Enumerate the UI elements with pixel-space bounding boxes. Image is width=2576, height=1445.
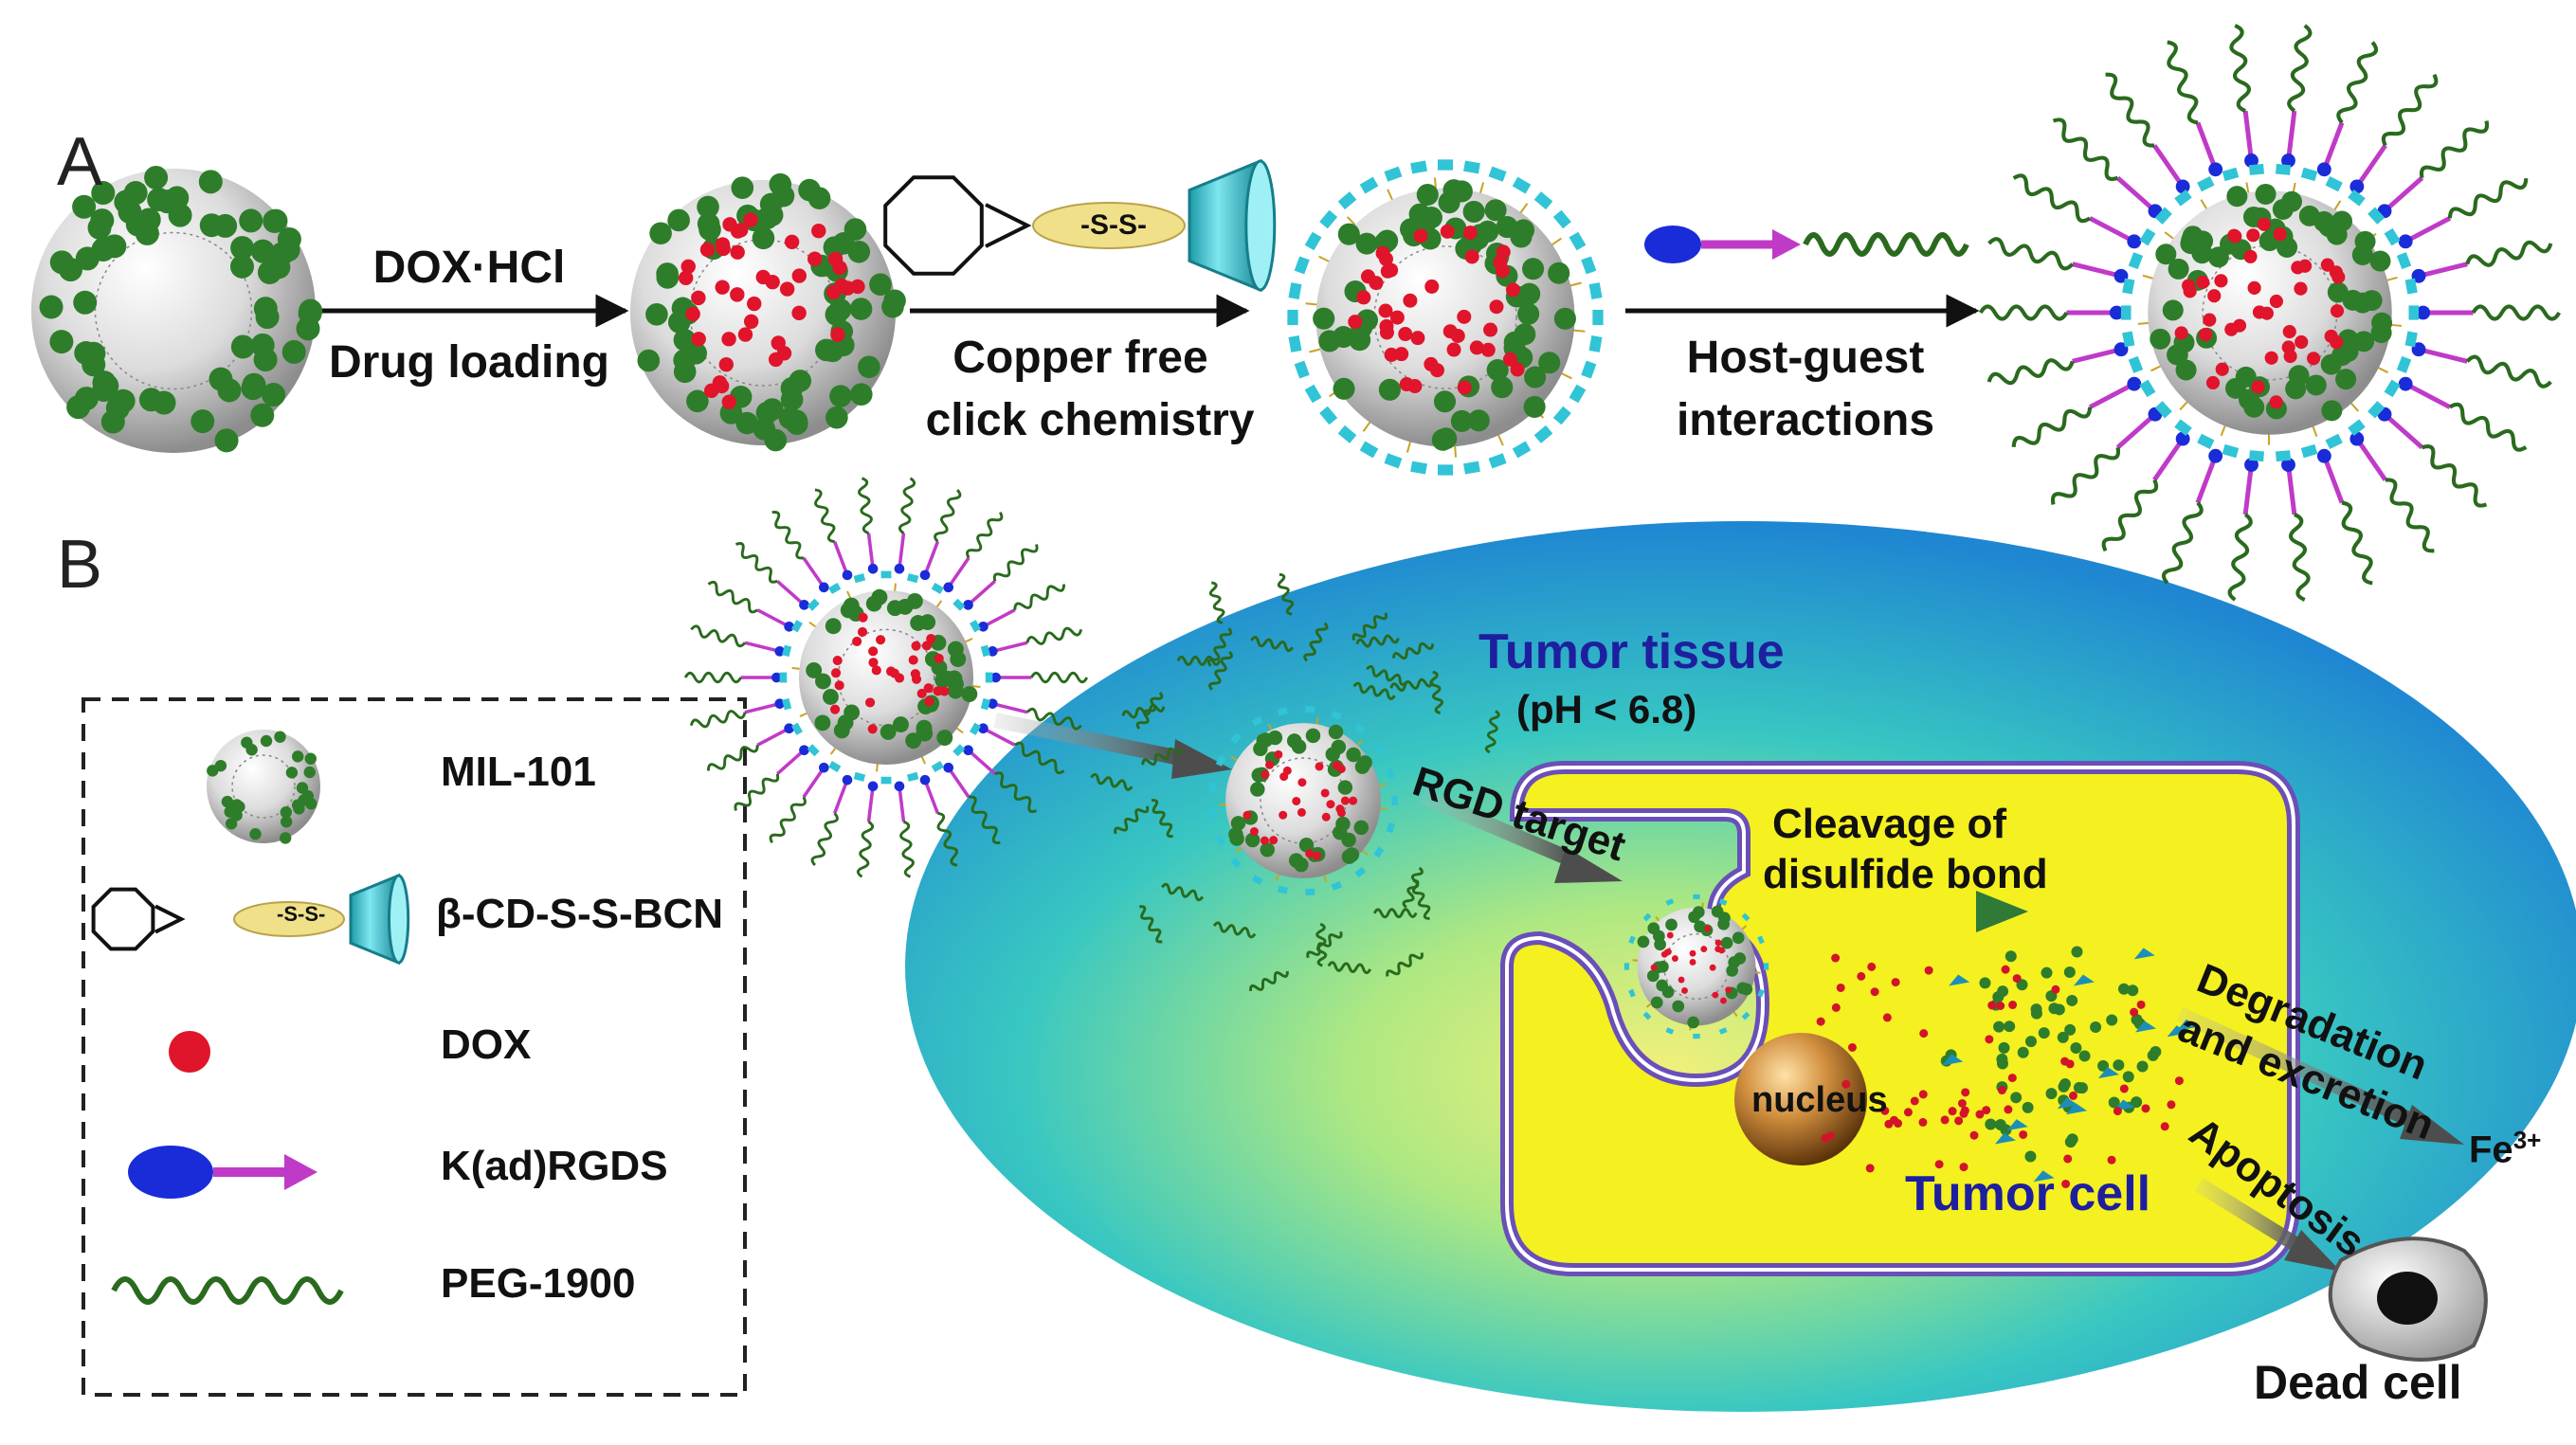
- step2-line2: click chemistry: [925, 395, 1255, 445]
- mil101-dox-loaded-particle: [630, 172, 906, 452]
- tumor-tissue-title: Tumor tissue: [1478, 624, 1785, 679]
- fe-ion-label: Fe3+: [2469, 1126, 2541, 1171]
- cleavage-arrowhead: [1976, 891, 2028, 932]
- cleavage-line2: disulfide bond: [1763, 851, 2048, 897]
- dead-cell-label: Dead cell: [2254, 1356, 2462, 1409]
- mil-101-particle: [2148, 183, 2393, 435]
- legend-cup: [349, 873, 410, 966]
- legend-label-cd: β-CD-S-S-BCN: [436, 891, 724, 937]
- legend-peg-icon: [111, 1276, 344, 1305]
- k-ad-rgds-peg-reagent: [1644, 226, 1969, 263]
- apoptosis-arrow: [2194, 1178, 2308, 1255]
- ss-linker-oval: [1032, 202, 1186, 249]
- panel-label-a: A: [57, 124, 103, 200]
- legend-box: [82, 697, 747, 1397]
- rgd-arrowhead: [1554, 847, 1623, 883]
- legend-cd-ss-bcn-icon: [91, 873, 410, 966]
- legend-linker-label: -S-S-: [277, 902, 326, 926]
- bcn-glyph: [883, 175, 1032, 276]
- cd-coated-particle: [1287, 159, 1604, 476]
- nucleus-label: nucleus: [1751, 1080, 1888, 1120]
- legend-mil101-icon: [207, 730, 320, 844]
- cd-ss-bcn-reagent: [883, 158, 1277, 293]
- step3-line1: Host-guest: [1686, 333, 1925, 383]
- legend-dox-icon: [169, 1031, 210, 1073]
- rgd-arrow: [1418, 788, 1577, 868]
- beta-cd-cup: [1188, 158, 1277, 293]
- uptake-arrowhead: [1171, 739, 1232, 779]
- degradation-arrowhead: [2400, 1105, 2464, 1145]
- released-dox-cloud: [1816, 953, 2184, 1188]
- degraded-mof-fragments: [1940, 946, 2198, 1183]
- degradation-arrow: [2176, 1006, 2421, 1130]
- peg-rgd-decorated-particle-core: [2120, 163, 2420, 462]
- nucleus-sphere: [1734, 1033, 1867, 1165]
- uptake-arrow: [993, 713, 1182, 766]
- mil101-bare-particle: [31, 165, 323, 453]
- mil-101-particle: [1637, 905, 1756, 1029]
- mil-101-particle: [1225, 723, 1381, 878]
- step1-reagent: DOX·HCl: [372, 243, 566, 293]
- step2-line1: Copper free: [952, 333, 1208, 383]
- apoptosis-arrowhead: [2284, 1230, 2341, 1272]
- cleavage-line1: Cleavage of: [1772, 801, 2006, 847]
- legend-label-mil101: MIL-101: [441, 749, 596, 795]
- circulating-particle: [683, 477, 1089, 878]
- legend-label-peg: PEG-1900: [441, 1260, 636, 1307]
- panel-label-b: B: [57, 527, 103, 603]
- fe-symbol: Fe: [2469, 1129, 2513, 1171]
- step1-process: Drug loading: [329, 337, 609, 388]
- peg-rgd-decorated-particle: [1978, 24, 2562, 602]
- legend-k-ad-rgds-icon: [128, 1146, 317, 1199]
- dead-cell: [2328, 1237, 2488, 1362]
- tumor-cell-label: Tumor cell: [1905, 1166, 2151, 1221]
- legend-bcn-glyph: [91, 887, 186, 951]
- mil-101-particle: [1313, 179, 1576, 451]
- legend-label-rgds: K(ad)RGDS: [441, 1143, 668, 1189]
- step2-linker-label: -S-S-: [1080, 209, 1147, 241]
- circulating-particle-core: [779, 570, 993, 785]
- shed-peg-chains: [1090, 572, 1500, 991]
- tumor-tissue-ph: (pH < 6.8): [1516, 687, 1697, 732]
- mil-101-particle: [798, 588, 978, 766]
- legend-label-dox: DOX: [441, 1021, 532, 1068]
- step3-line2: interactions: [1676, 395, 1935, 445]
- legend-ss-linker: [233, 901, 345, 937]
- fe-charge: 3+: [2513, 1126, 2542, 1154]
